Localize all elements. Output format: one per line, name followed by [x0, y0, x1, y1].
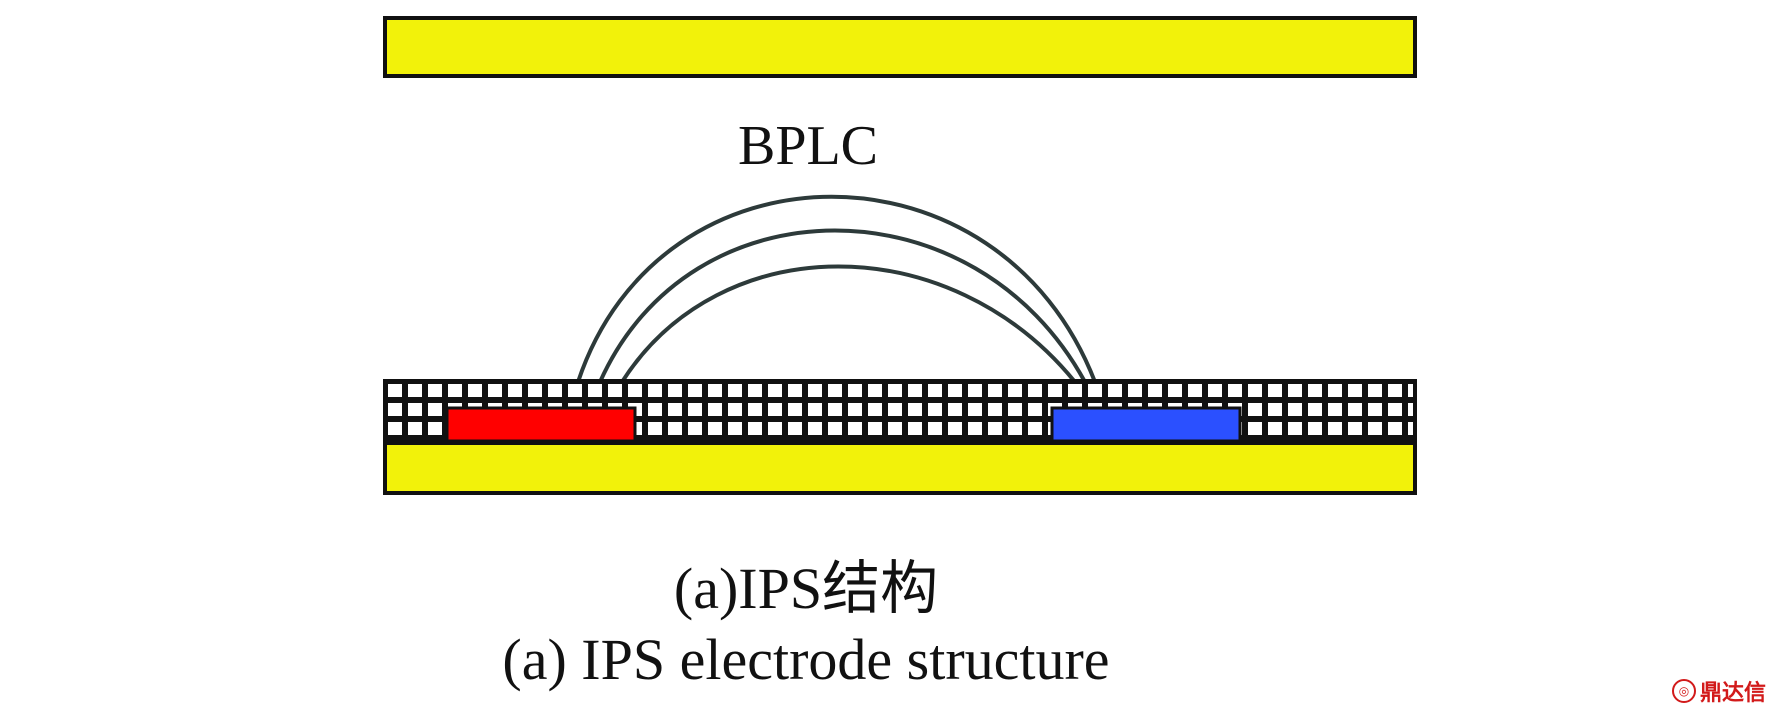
field-line-middle	[598, 228, 1087, 383]
top-substrate	[383, 16, 1417, 78]
field-line-inner	[620, 264, 1077, 384]
electrode-left	[445, 406, 637, 443]
caption-chinese: (a)IPS结构	[673, 556, 939, 621]
electrode-right	[1050, 406, 1242, 443]
caption-english: (a) IPS electrode structure	[502, 627, 1110, 692]
seal-icon: ◎	[1671, 679, 1696, 703]
field-line-outer	[576, 194, 1097, 383]
watermark: ◎ 鼎达信	[1671, 675, 1766, 707]
bplc-label: BPLC	[738, 115, 878, 177]
bottom-substrate	[383, 441, 1417, 495]
watermark-text: 鼎达信	[1699, 681, 1766, 706]
